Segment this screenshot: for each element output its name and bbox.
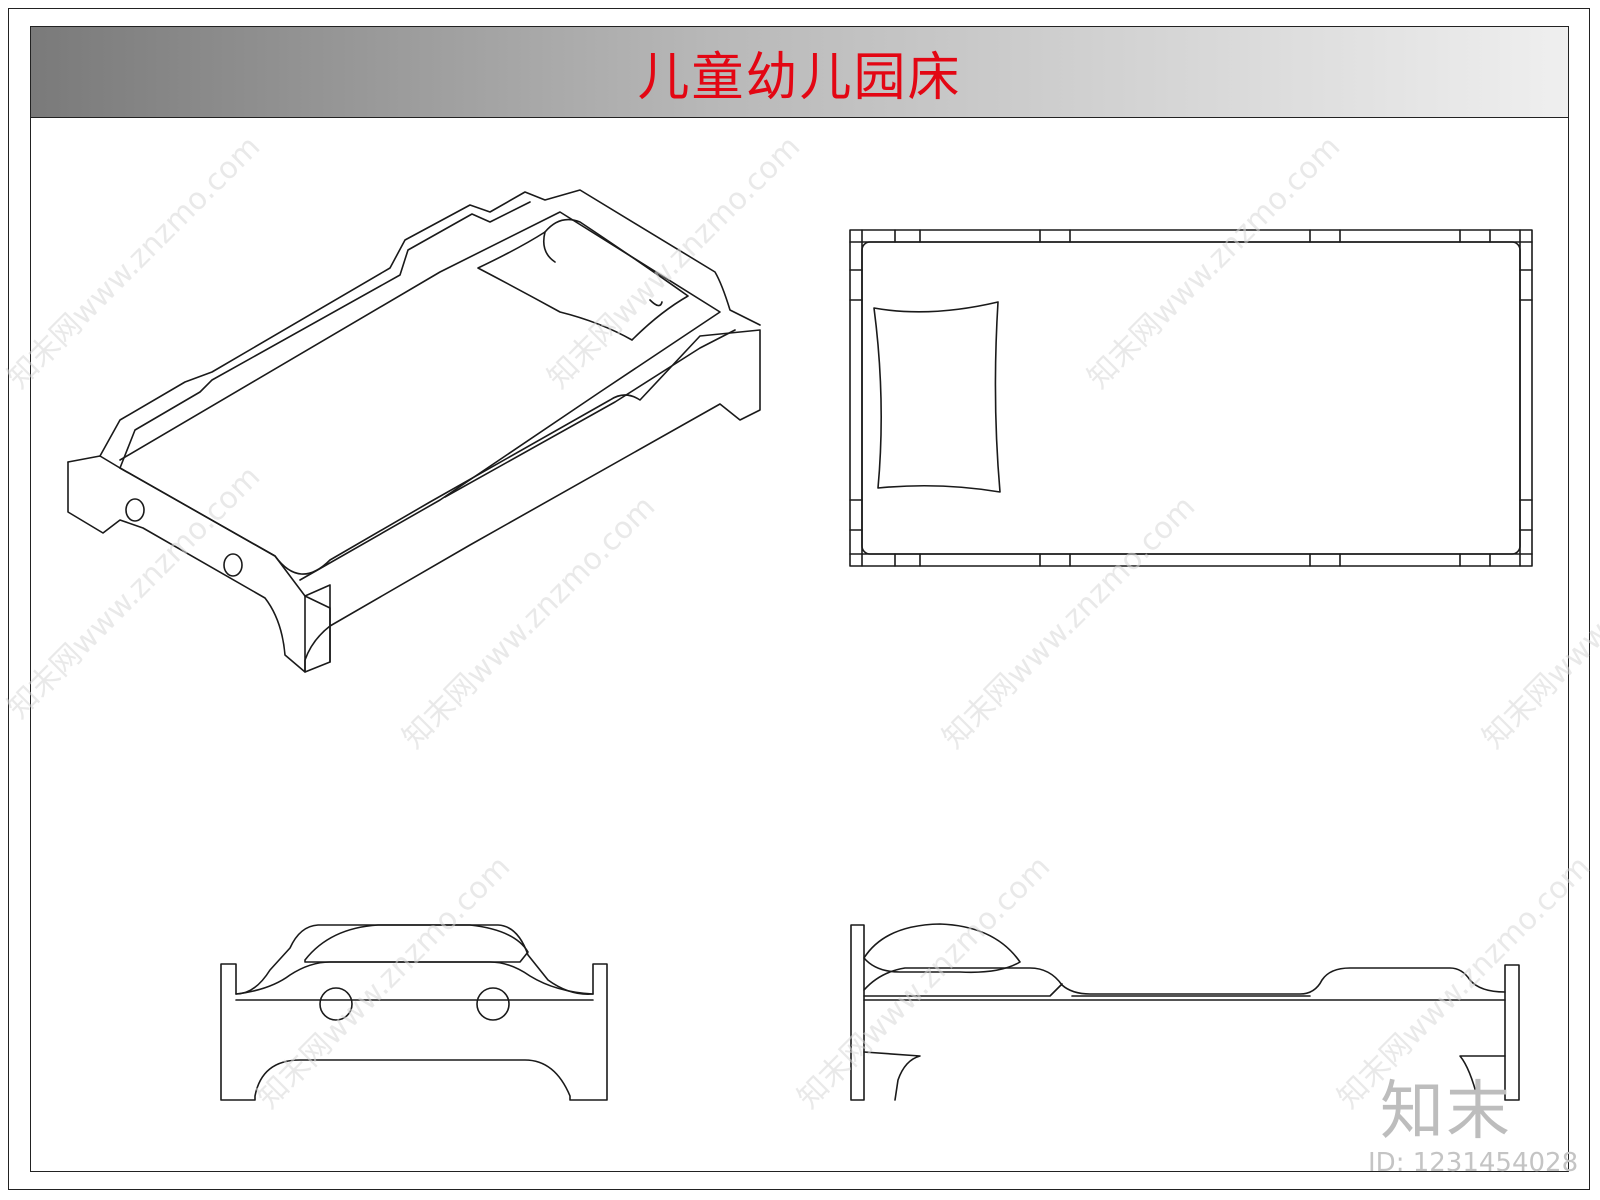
drawing-title: 儿童幼儿园床 [637,47,962,108]
drawing-inner-border [30,26,1569,1172]
iso-end-panel [67,461,331,673]
end-hole-left [319,987,353,1021]
id-label: ID: 1231454028 [1368,1148,1579,1178]
end-elevation-view [220,924,608,1101]
watermark-9: 知末网www.znzmo.com [791,849,1057,1115]
side-mattress-line [863,983,1311,997]
watermark-3: 知末网www.znzmo.com [1081,129,1347,395]
side-rail-top [863,967,1506,995]
title-bar: 儿童幼儿园床 [31,27,1568,118]
top-rail-joints [849,229,1533,567]
watermark-7: 知末网www.znzmo.com [1476,489,1600,755]
top-pillow [873,301,1001,493]
side-pillow [863,923,1021,974]
iso-mattress [119,211,721,581]
end-hole-right [476,987,510,1021]
end-panel-outline [220,924,608,1101]
side-headboard [850,924,865,1101]
top-view [849,229,1533,567]
top-outer-frame [849,229,1533,567]
watermark-6: 知末网www.znzmo.com [936,489,1202,755]
side-elevation-view [850,923,1520,1101]
watermark-5: 知末网www.znzmo.com [396,489,662,755]
iso-back-rail-inner [119,201,531,469]
side-footboard [1504,964,1520,1101]
iso-pillow-crease [542,231,663,307]
iso-mattress-edge [444,329,736,498]
iso-corner-post [304,584,331,663]
watermark-8: 知末网www.znzmo.com [251,849,517,1115]
watermark-2: 知末网www.znzmo.com [541,129,807,395]
drawing-outer-border [8,8,1590,1190]
iso-back-rail [99,189,761,457]
side-rail-outline [863,999,1506,1101]
iso-hole-2 [223,553,243,577]
watermark-1: 知末网www.znzmo.com [1,129,267,395]
isometric-view [67,189,761,673]
iso-hole-1 [125,498,145,522]
end-pillow [304,924,529,963]
brand-logo: 知末 [1380,1075,1512,1149]
iso-front-panel [119,329,761,673]
